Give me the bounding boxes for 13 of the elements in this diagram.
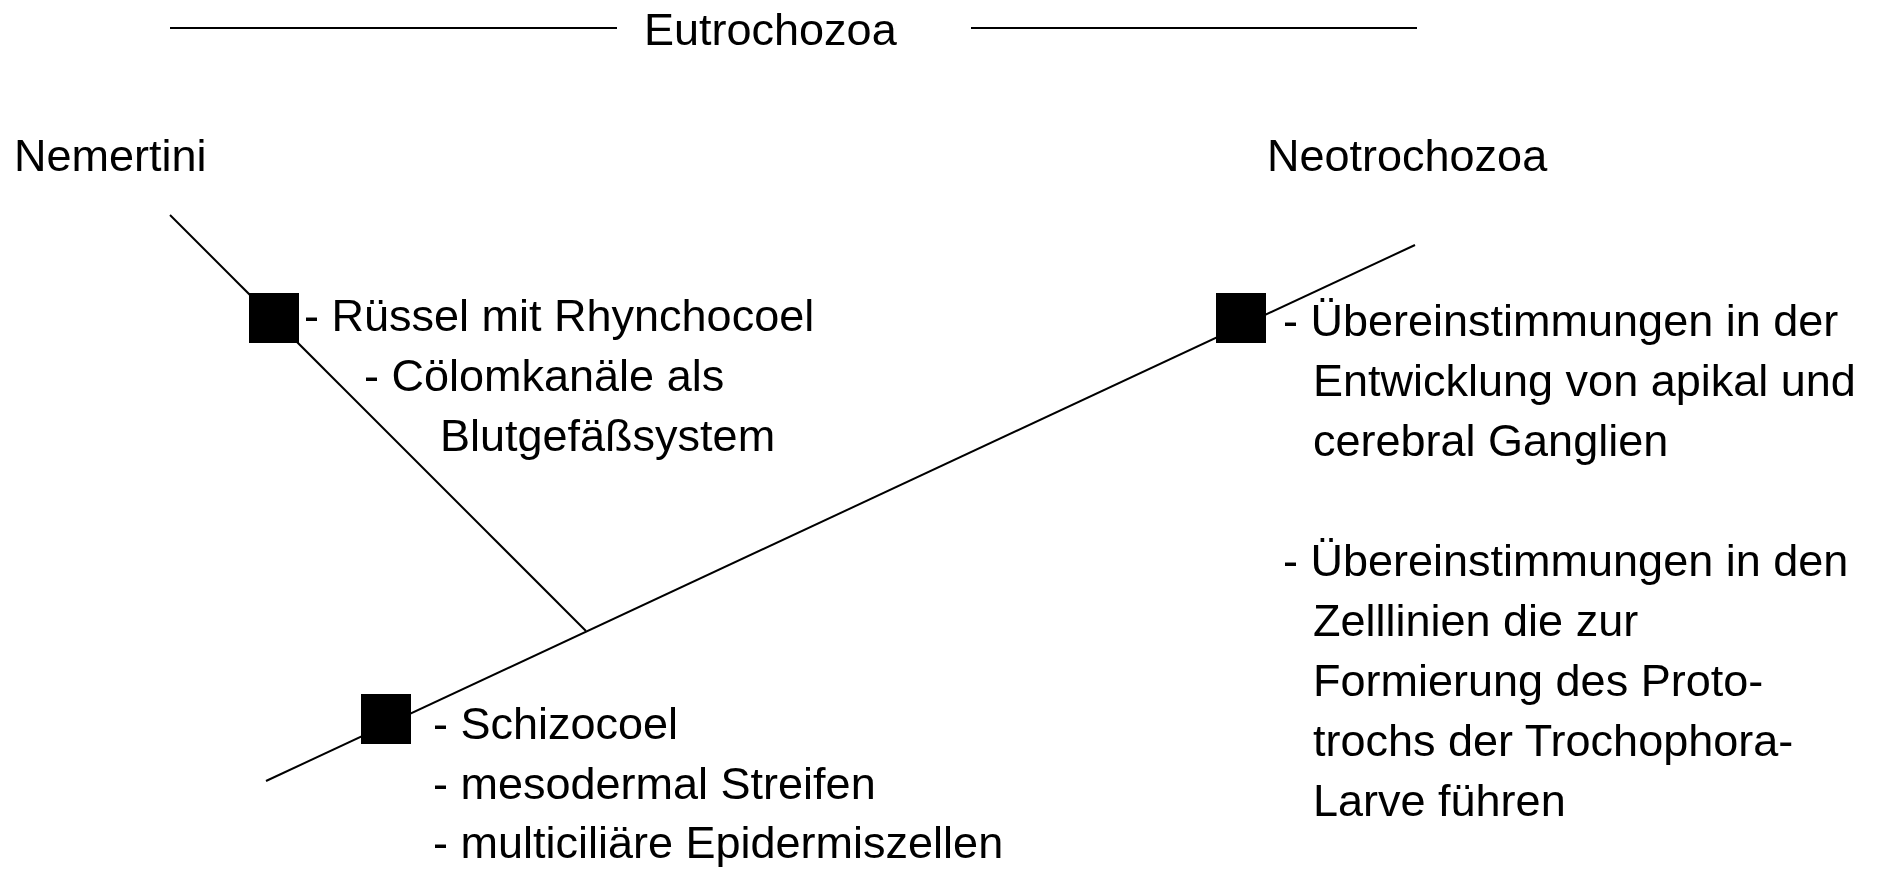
trait-text: - Cölomkanäle als Blutgefäßsystem — [364, 349, 777, 463]
trait-text: - Übereinstimmungen in den Zelllinien die zur Formierung des Proto-trochs der Trochophora-Larve führen — [1283, 534, 1850, 828]
trait-text: - Übereinstimmungen in der Entwicklung von apikal und cerebral Ganglien — [1283, 294, 1857, 468]
trait-text: - mesodermal Streifen — [433, 757, 876, 811]
taxon-label: Nemertini — [14, 126, 207, 186]
clade-title: Eutrochozoa — [644, 3, 897, 57]
taxon-label: Neotrochozoa — [1267, 126, 1548, 186]
character-square — [361, 694, 411, 744]
character-square — [249, 293, 299, 343]
character-square — [1216, 293, 1266, 343]
trait-text: - Rüssel mit Rhynchocoel — [304, 289, 815, 343]
trait-text: - multiciliäre Epidermiszellen — [433, 816, 1004, 869]
trait-text: - Schizocoel — [433, 697, 679, 751]
